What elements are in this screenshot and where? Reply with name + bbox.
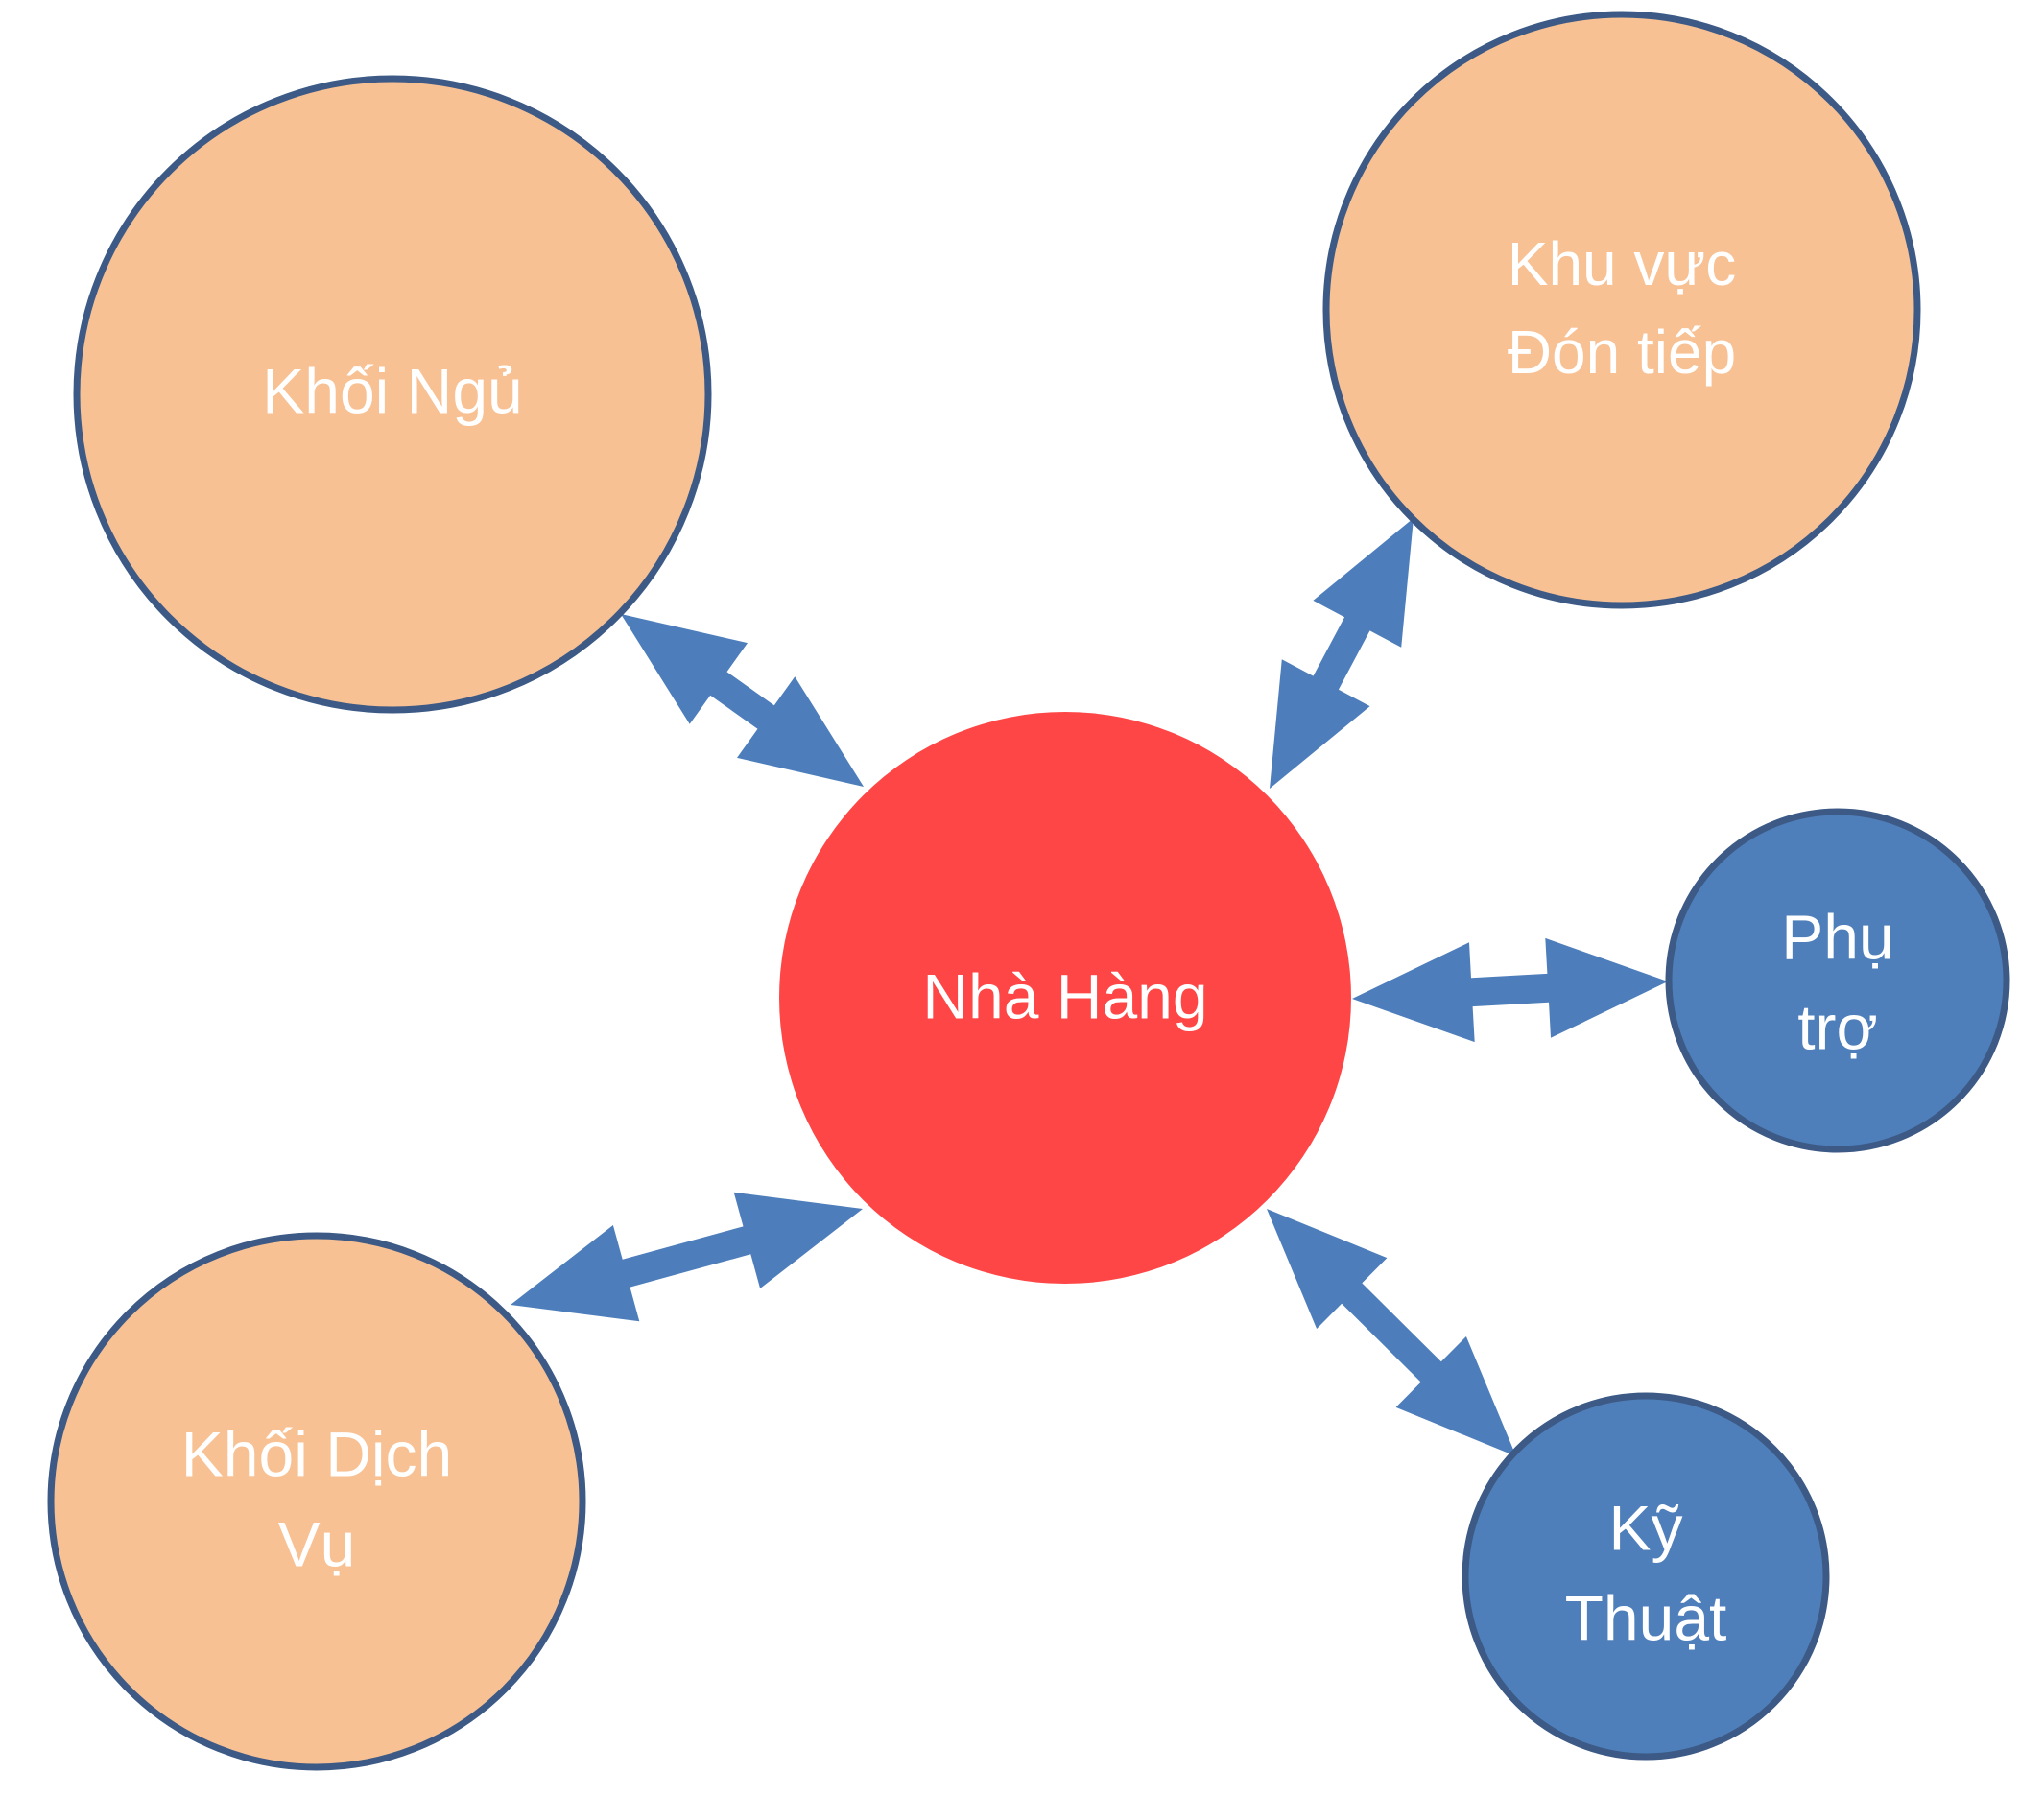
- arrow-ky-thuat: [1267, 1209, 1516, 1456]
- node-nha-hang-label: Nhà Hàng: [922, 960, 1207, 1031]
- node-phu-tro: [1665, 808, 2010, 1153]
- node-phu-tro-label-line2: trợ: [1797, 991, 1878, 1062]
- node-nha-hang: [779, 712, 1351, 1284]
- node-khu-vuc-don-tiep: [1322, 11, 1921, 609]
- node-khu-vuc-label-line1: Khu vực: [1508, 229, 1737, 298]
- arrow-phu-tro: [1352, 937, 1668, 1043]
- arrow-group: [511, 518, 1668, 1456]
- node-khu-vuc-label-line2: Đón tiếp: [1508, 318, 1736, 387]
- node-ky-thuat: [1462, 1392, 1830, 1761]
- arrow-khoi-dich-vu: [511, 1192, 863, 1322]
- arrow-khu-vuc: [1270, 518, 1414, 789]
- node-ky-thuat-label-line2: Thuật: [1565, 1582, 1727, 1653]
- arrow-khoi-ngu: [621, 614, 864, 787]
- node-khoi-dich-vu-label-line1: Khối Dịch: [181, 1418, 452, 1489]
- node-khoi-ngu: [73, 75, 712, 714]
- node-khoi-dich-vu: [47, 1232, 586, 1771]
- node-ky-thuat-label-line1: Kỹ: [1608, 1492, 1682, 1563]
- node-khoi-dich-vu-label-line2: Vụ: [278, 1508, 356, 1579]
- node-khoi-ngu-label: Khối Ngủ: [262, 355, 523, 426]
- node-phu-tro-label-line1: Phụ: [1781, 901, 1893, 972]
